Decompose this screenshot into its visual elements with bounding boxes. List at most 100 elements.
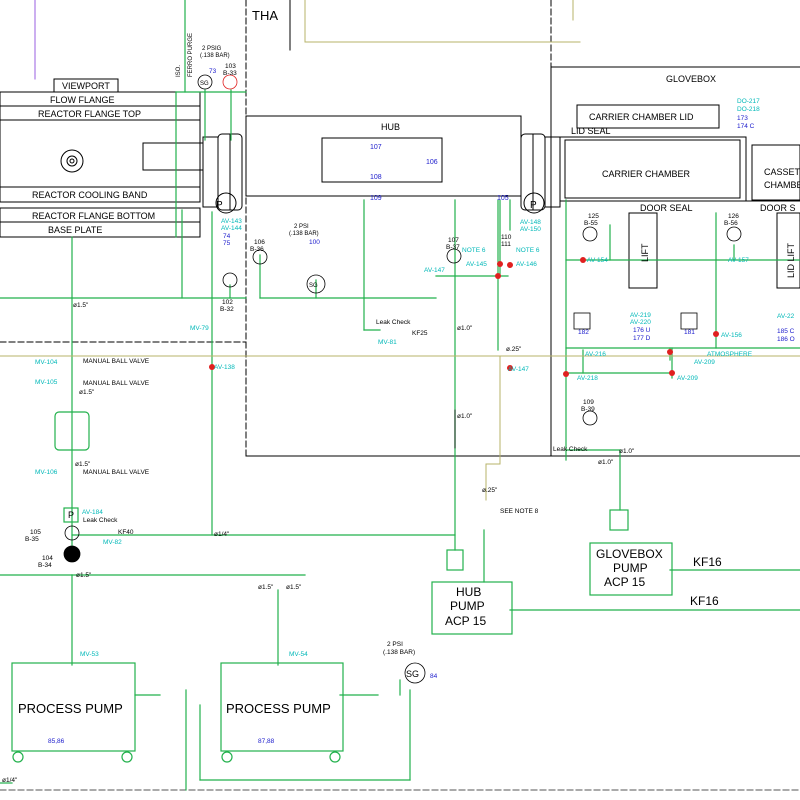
hub-n107: 107 <box>370 144 382 151</box>
pressure-p-label: P <box>216 200 223 211</box>
n106b-label: 106 <box>254 239 265 246</box>
hub-pump-box <box>431 581 513 635</box>
b37-label: B-37 <box>446 244 460 251</box>
b55-label: B-55 <box>584 220 598 227</box>
pressure-circles <box>215 192 545 214</box>
n111-label: 111 <box>501 241 511 248</box>
note6a-label: NOTE 6 <box>462 247 486 254</box>
d025b-label: ø.25" <box>482 487 498 494</box>
n174-label: 174 C <box>737 123 755 130</box>
manual-ball-valve-3-label: MANUAL BALL VALVE <box>83 469 150 476</box>
av219-label: AV-219 <box>630 312 651 319</box>
mv79-label: MV-79 <box>190 325 209 332</box>
n176-label: 176 U <box>633 327 651 334</box>
mv81-label: MV-81 <box>378 339 397 346</box>
do217-label: DO-217 <box>737 98 760 105</box>
psi2-label: 2 PSI <box>294 224 309 230</box>
av154-label: AV-154 <box>587 257 608 264</box>
sg-label-0: SG <box>200 81 209 87</box>
mv104-label: MV-104 <box>35 359 58 366</box>
n105-label: 105 <box>30 529 41 536</box>
n125-label: 125 <box>588 213 599 220</box>
leak-check-2-label: Leak Check <box>83 517 118 524</box>
tha-label: THA <box>252 8 278 23</box>
n126-label: 126 <box>728 213 739 220</box>
kf16b-label: KF16 <box>690 594 719 608</box>
process-pump-1-label: PROCESS PUMP <box>18 701 123 716</box>
av145-label: AV-145 <box>466 261 487 268</box>
mv106-label: MV-106 <box>35 469 58 476</box>
kf40-label: KF40 <box>118 529 134 536</box>
hub-pump-label-2: PUMP <box>450 599 485 613</box>
b34-label: B-34 <box>38 562 52 569</box>
process-pump-2-label: PROCESS PUMP <box>226 701 331 716</box>
reactor-stack <box>0 78 561 238</box>
n181-label: 181 <box>684 329 695 336</box>
av22-label: AV-22 <box>777 313 795 320</box>
process-pump-1-box <box>11 662 136 752</box>
glovebox-pump-box <box>589 542 673 596</box>
kf25-label: KF25 <box>412 330 428 337</box>
reactor-flange-bottom-label: REACTOR FLANGE BOTTOM <box>32 211 155 221</box>
process-pump-2-number: 87,88 <box>258 738 275 745</box>
hub-label: HUB <box>381 122 400 132</box>
av143-label: AV-143 <box>221 218 242 225</box>
lid-lift-label: LID LIFT <box>786 242 796 278</box>
psig-bar-label: (.138 BAR) <box>200 53 230 59</box>
leak-check-label: Leak Check <box>376 319 411 326</box>
process-pump-2-box <box>220 662 344 752</box>
psi2b-bar-label: (.138 BAR) <box>383 649 415 656</box>
mv53-label: MV-53 <box>80 651 99 658</box>
d10d-label: ø1.0" <box>598 459 614 466</box>
av209a-label: AV-209 <box>694 359 715 366</box>
carrier-chamber-label: CARRIER CHAMBER <box>602 169 691 179</box>
note6b-label: NOTE 6 <box>516 247 540 254</box>
av157-label: AV-157 <box>728 257 749 264</box>
av209b-label: AV-209 <box>677 375 698 382</box>
texts: THA GLOVEBOX HUB 107 106 108 109 105 VIE… <box>2 8 800 784</box>
n104-label: 104 <box>42 555 53 562</box>
av156-label: AV-156 <box>721 332 742 339</box>
av184-label: AV-184 <box>82 509 103 516</box>
pressure-p3-label: P <box>68 510 74 520</box>
mv54-label: MV-54 <box>289 651 308 658</box>
n103-label: 103 <box>225 63 236 70</box>
door-seal-label: DOOR SEAL <box>640 203 693 213</box>
d15c-label: ø1.5" <box>75 461 91 468</box>
mv105-label: MV-105 <box>35 379 58 386</box>
iso-label: ISO. <box>176 65 182 77</box>
hub-pump-label-3: ACP 15 <box>445 614 486 628</box>
olive-lines <box>0 0 800 501</box>
d10a-label: ø1.0" <box>457 325 473 332</box>
d10b-label: ø1.0" <box>457 413 473 420</box>
do218-label: DO-218 <box>737 106 760 113</box>
b39-label: B-39 <box>581 406 595 413</box>
av218-label: AV-218 <box>577 375 598 382</box>
d15f-label: ø1.5" <box>286 584 302 591</box>
cassette-label-1: CASSETT <box>764 167 800 177</box>
flow-flange-label: FLOW FLANGE <box>50 95 115 105</box>
b35-label: B-35 <box>25 536 39 543</box>
psi2-bar-label: (.138 BAR) <box>289 231 319 237</box>
glovebox-label: GLOVEBOX <box>666 74 716 84</box>
av147-label: AV-147 <box>424 267 445 274</box>
b32-label: B-32 <box>220 306 234 313</box>
lid-seal-label: LID SEAL <box>571 126 611 136</box>
n110-label: 110 <box>501 234 512 241</box>
leak-check-3-label: Leak Check <box>553 446 588 453</box>
b36-label: B-36 <box>250 246 264 253</box>
d15e-label: ø1.5" <box>258 584 274 591</box>
valves <box>63 74 742 684</box>
viewport-label: VIEWPORT <box>62 81 110 91</box>
n185-label: 185 C <box>777 328 795 335</box>
av147b-label: AV-147 <box>508 366 529 373</box>
n177-label: 177 D <box>633 335 651 342</box>
n73-label: 73 <box>209 68 217 75</box>
glovebox-pump-label-3: ACP 15 <box>604 575 645 589</box>
n100-label: 100 <box>309 239 320 246</box>
process-pump-1-number: 85,86 <box>48 738 65 745</box>
b33-label: B-33 <box>223 70 237 77</box>
